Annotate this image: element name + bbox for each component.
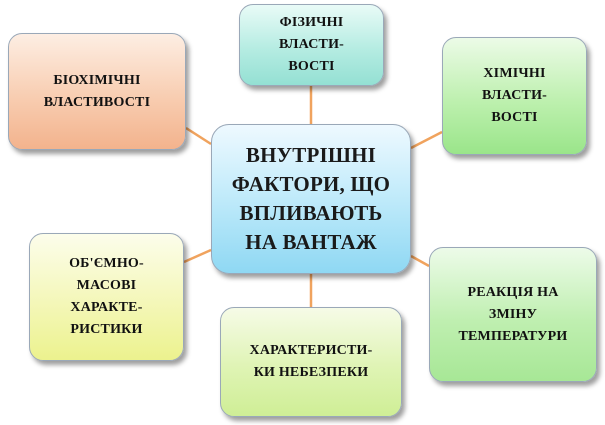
node-biochemical-label: БІОХІМІЧНІ ВЛАСТИВОСТІ [43,72,151,110]
node-hazard-characteristics: ХАРАКТЕРИСТИ- КИ НЕБЕЗПЕКИ [220,307,402,417]
connector-temperature [410,254,430,268]
node-chemical-label: ХІМІЧНІ ВЛАСТИ- ВОСТІ [481,66,548,125]
node-center-internal-factors: ВНУТРІШНІ ФАКТОРИ, ЩО ВПЛИВАЮТЬ НА ВАНТА… [211,124,411,274]
node-physical-properties: ФІЗИЧНІ ВЛАСТИ- ВОСТІ [239,4,384,86]
node-biochemical-properties: БІОХІМІЧНІ ВЛАСТИВОСТІ [8,33,186,150]
node-temperature-reaction: РЕАКЦІЯ НА ЗМІНУ ТЕМПЕРАТУРИ [429,247,597,382]
connector-biochemical [185,126,212,146]
center-label: ВНУТРІШНІ ФАКТОРИ, ЩО ВПЛИВАЮТЬ НА ВАНТА… [231,143,391,254]
connector-chemical [410,130,443,150]
node-volume-mass-characteristics: ОБ'ЄМНО- МАСОВІ ХАРАКТЕ- РИСТИКИ [29,233,184,361]
node-chemical-properties: ХІМІЧНІ ВЛАСТИ- ВОСТІ [442,37,587,155]
node-physical-label: ФІЗИЧНІ ВЛАСТИ- ВОСТІ [278,15,345,74]
connector-volume-mass [183,248,212,264]
node-hazard-label: ХАРАКТЕРИСТИ- КИ НЕБЕЗПЕКИ [249,343,373,380]
node-volume-mass-label: ОБ'ЄМНО- МАСОВІ ХАРАКТЕ- РИСТИКИ [69,256,144,337]
node-temperature-label: РЕАКЦІЯ НА ЗМІНУ ТЕМПЕРАТУРИ [458,284,568,344]
